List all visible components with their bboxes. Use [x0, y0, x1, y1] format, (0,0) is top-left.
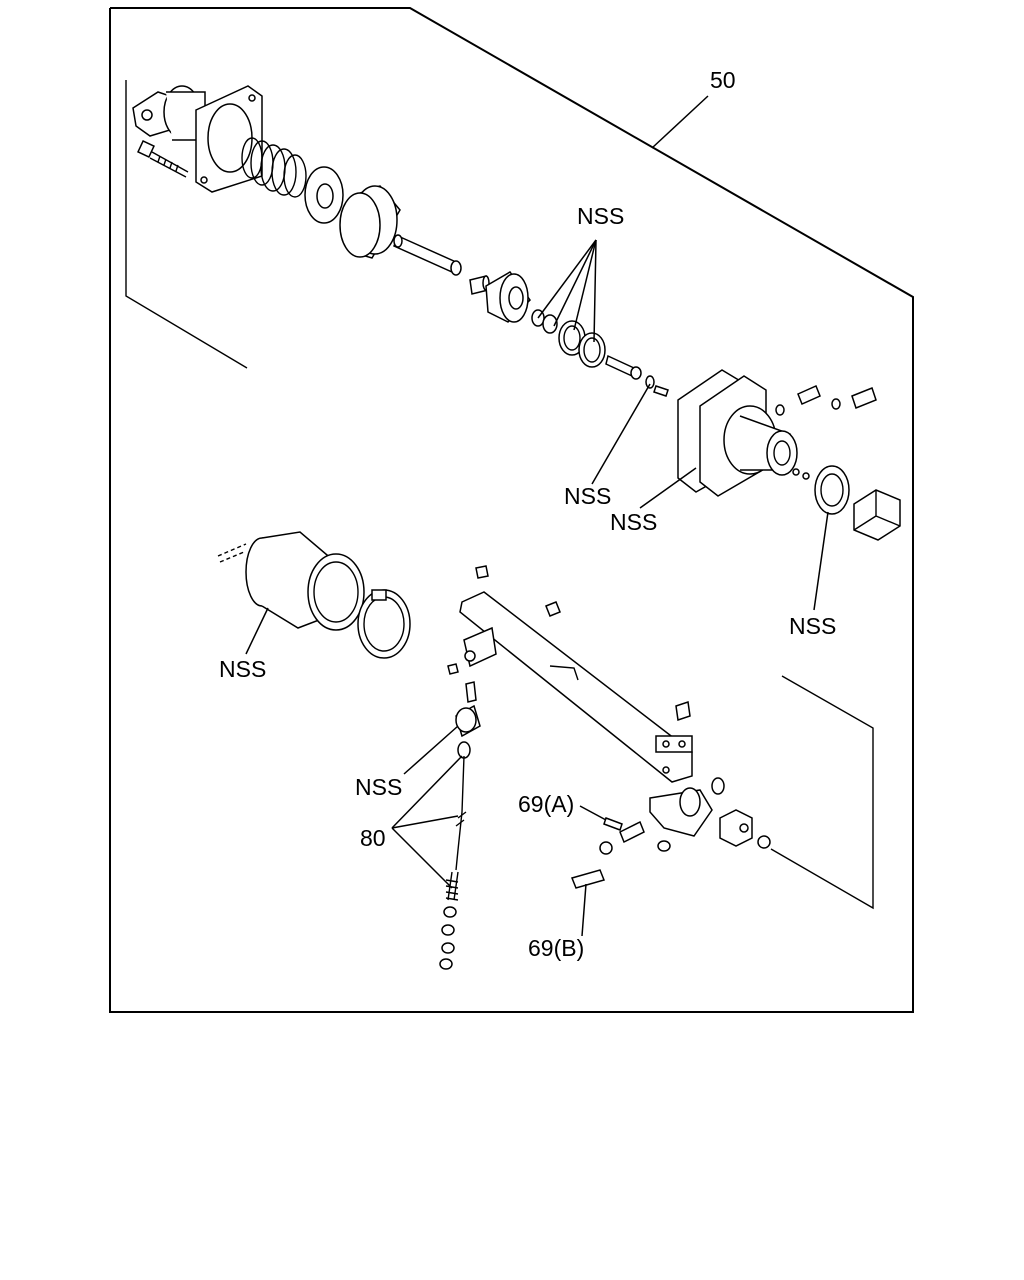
- front-oring: [814, 465, 850, 515]
- leader-80-c: [391, 827, 453, 889]
- callout-69a: 69(A): [518, 791, 574, 817]
- callout-nss-oring: NSS: [789, 613, 836, 639]
- rear-flange: [195, 85, 263, 193]
- rubber-boot: [217, 531, 365, 631]
- spring-retainer: [304, 166, 344, 224]
- callout-nss-housing: NSS: [610, 509, 657, 535]
- leader-80-a: [391, 755, 463, 829]
- square-nut: [719, 809, 771, 849]
- callout-nss-washer: NSS: [564, 483, 611, 509]
- leader-50: [651, 95, 709, 149]
- small-washer: [645, 375, 655, 389]
- callout-nss-seals: NSS: [577, 203, 624, 229]
- adjuster-rod: [439, 741, 471, 970]
- plug-bolt: [853, 489, 901, 541]
- valve-stem: [605, 354, 669, 397]
- callout-50: 50: [710, 67, 736, 93]
- bleeder-screws: [775, 384, 877, 416]
- front-housing: [677, 369, 798, 497]
- leader-nss-seals-2: [553, 239, 597, 327]
- boot-clamp: [357, 589, 411, 659]
- callout-nss-bushing: NSS: [355, 774, 402, 800]
- leader-69a: [579, 805, 607, 821]
- piston: [339, 185, 401, 259]
- rear-mounting-bracket: [132, 85, 206, 141]
- leader-nss-seals-4: [593, 239, 597, 343]
- seal-kit: [531, 309, 606, 368]
- leader-69b: [581, 883, 587, 937]
- callout-nss-boot: NSS: [219, 656, 266, 682]
- callout-69b: 69(B): [528, 935, 584, 961]
- clevis-pins: [570, 817, 645, 889]
- leader-nss-seals-3: [573, 239, 597, 331]
- leader-nss-bushing: [403, 725, 459, 775]
- lever-bolts: [447, 565, 691, 721]
- upper-assembly-bracket: [125, 80, 248, 369]
- clevis-block: [649, 777, 725, 852]
- valve-body: [485, 271, 531, 323]
- leader-nss-housing: [639, 467, 697, 509]
- return-spring: [241, 137, 307, 198]
- diagram-frame: [109, 7, 914, 1013]
- leader-nss-oring: [813, 511, 829, 611]
- push-rod: [393, 234, 462, 276]
- housing-detail: [792, 468, 810, 480]
- lower-assembly-bracket: [770, 675, 874, 910]
- leader-nss-washer: [591, 383, 651, 485]
- pivot-bushing: [455, 704, 481, 738]
- leader-nss-boot: [245, 607, 269, 655]
- callout-80: 80: [360, 825, 386, 851]
- leader-nss-seals-1: [537, 239, 597, 319]
- leader-80-b: [391, 815, 459, 829]
- lever-arm: [459, 591, 693, 783]
- rear-bolt: [137, 140, 189, 178]
